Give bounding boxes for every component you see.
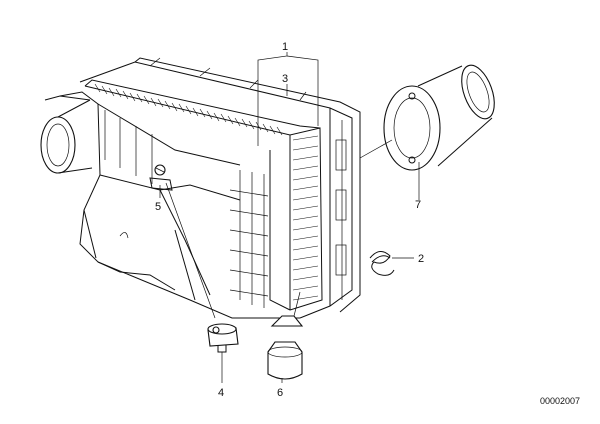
part-7-intake-duct [383,64,495,171]
callout-5: 5 [155,201,161,213]
part-5-clip [149,164,173,191]
filter-element [84,79,323,311]
air-filter-housing-lower [59,91,300,319]
document-number: 00002007 [540,396,580,406]
callout-4: 4 [218,387,224,399]
intake-snorkel [40,95,93,174]
filter-pleats [94,83,319,301]
part-6-buffers [267,315,304,380]
filter-housing-frame [79,57,361,319]
leader-lines [159,52,420,383]
part-4-rubber-mount [207,323,239,353]
part-2-spring-clip [369,251,395,276]
callout-7: 7 [415,199,421,211]
filter-grid [229,170,269,308]
callout-3: 3 [282,73,288,85]
callout-1: 1 [282,41,288,53]
callout-2: 2 [418,253,424,265]
callout-6: 6 [277,387,283,399]
